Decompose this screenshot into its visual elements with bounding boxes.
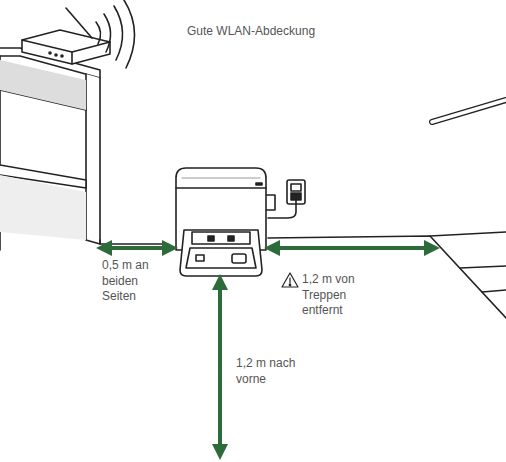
front-clearance-label: 1,2 m nach vorne <box>236 356 302 387</box>
stairs-clearance-label: 1,2 m von Treppen entfernt <box>302 272 362 319</box>
wifi-note: Gute WLAN-Abdeckung <box>187 24 347 40</box>
side-clearance-label: 0,5 m an beiden Seiten <box>102 258 158 305</box>
